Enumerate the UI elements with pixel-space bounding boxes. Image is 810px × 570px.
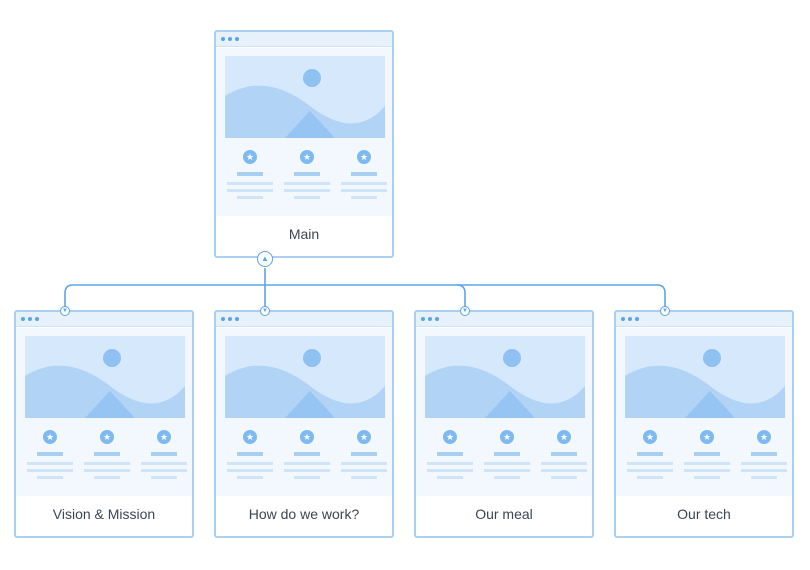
landscape-image-icon [225, 336, 385, 418]
star-icon: ★ [100, 430, 114, 444]
page-card-how-we-work[interactable]: ★ ★ ★ How do we work? [214, 310, 394, 538]
page-title-how-we-work: How do we work? [248, 506, 360, 522]
triangle-down-icon[interactable]: ▼ [60, 306, 70, 316]
feature-block: ★ [84, 430, 132, 480]
connector-branch-our-tech [265, 284, 666, 310]
three-dots-icon [221, 317, 225, 321]
page-card-our-tech[interactable]: ★ ★ ★ Our tech [614, 310, 794, 538]
window-bar [216, 312, 392, 327]
window-bar [416, 312, 592, 327]
landscape-image-icon [425, 336, 585, 418]
triangle-down-icon[interactable]: ▼ [260, 306, 270, 316]
triangle-down-icon[interactable]: ▼ [460, 306, 470, 316]
star-icon: ★ [557, 430, 571, 444]
feature-block: ★ [341, 430, 389, 480]
page-preview: ★ ★ ★ [216, 328, 392, 496]
page-card-vision-mission[interactable]: ★ ★ ★ Vision & Mission [14, 310, 194, 538]
page-card-our-meal[interactable]: ★ ★ ★ Our meal [414, 310, 594, 538]
feature-block: ★ [27, 430, 75, 480]
landscape-image-icon [625, 336, 785, 418]
star-icon: ★ [43, 430, 57, 444]
three-dots-icon [621, 317, 625, 321]
window-bar [16, 312, 192, 327]
star-icon: ★ [243, 150, 257, 164]
feature-block: ★ [484, 430, 532, 480]
feature-block: ★ [741, 430, 789, 480]
feature-block: ★ [341, 150, 389, 200]
landscape-image-icon [25, 336, 185, 418]
feature-block: ★ [284, 150, 332, 200]
star-icon: ★ [700, 430, 714, 444]
feature-block: ★ [684, 430, 732, 480]
page-preview: ★ ★ ★ [16, 328, 192, 496]
triangle-up-icon[interactable]: ▲ [257, 251, 273, 267]
star-icon: ★ [443, 430, 457, 444]
feature-block: ★ [541, 430, 589, 480]
page-preview: ★ ★ ★ [616, 328, 792, 496]
landscape-image-icon [225, 56, 385, 138]
triangle-down-icon[interactable]: ▼ [660, 306, 670, 316]
page-preview: ★ ★ ★ [216, 48, 392, 216]
window-bar [616, 312, 792, 327]
three-dots-icon [21, 317, 25, 321]
star-icon: ★ [500, 430, 514, 444]
star-icon: ★ [243, 430, 257, 444]
page-title-our-meal: Our meal [475, 506, 533, 522]
star-icon: ★ [300, 430, 314, 444]
feature-block: ★ [627, 430, 675, 480]
three-dots-icon [421, 317, 425, 321]
page-title-main: Main [288, 226, 320, 242]
page-preview: ★ ★ ★ [416, 328, 592, 496]
feature-block: ★ [227, 430, 275, 480]
star-icon: ★ [157, 430, 171, 444]
connector-branch-our-meal [456, 284, 466, 310]
feature-block: ★ [284, 430, 332, 480]
window-bar [216, 32, 392, 47]
star-icon: ★ [757, 430, 771, 444]
page-title-our-tech: Our tech [677, 506, 731, 522]
star-icon: ★ [300, 150, 314, 164]
star-icon: ★ [643, 430, 657, 444]
star-icon: ★ [357, 150, 371, 164]
page-card-main[interactable]: ★ ★ ★ Main [214, 30, 394, 258]
star-icon: ★ [357, 430, 371, 444]
feature-block: ★ [227, 150, 275, 200]
feature-block: ★ [141, 430, 189, 480]
feature-block: ★ [427, 430, 475, 480]
connector-branch-vision-mission [64, 284, 265, 310]
page-title-vision-mission: Vision & Mission [52, 506, 156, 522]
three-dots-icon [221, 37, 225, 41]
